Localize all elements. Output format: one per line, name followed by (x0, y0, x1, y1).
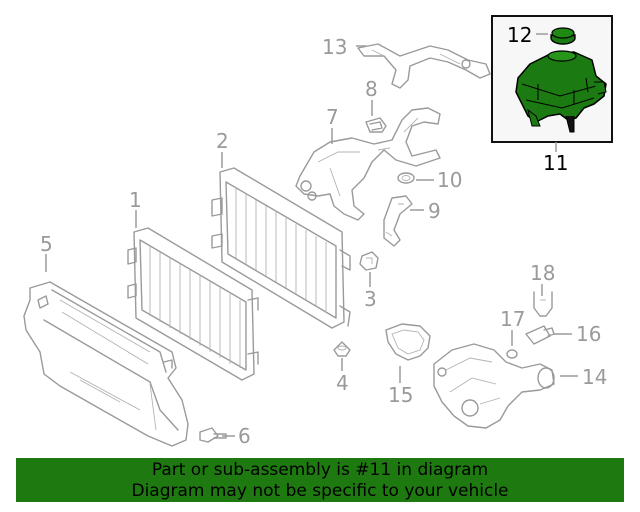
part-1-condenser (127, 227, 259, 381)
callout-1: 1 (129, 188, 142, 212)
part-17-seal (506, 349, 518, 359)
banner-line-1: Part or sub-assembly is #11 in diagram (151, 460, 489, 480)
callout-9: 9 (428, 199, 441, 223)
part-18-clip (533, 291, 553, 317)
part-16-sensor (525, 325, 555, 345)
part-15-gasket (385, 323, 431, 361)
part-13-hose (357, 43, 491, 89)
callout-11: 11 (543, 151, 568, 175)
callout-labels: 1 2 3 4 5 6 7 8 9 10 11 12 13 14 15 16 1… (40, 23, 607, 448)
callout-18: 18 (530, 261, 555, 285)
part-7-coolant-pipe (295, 107, 441, 221)
callout-10: 10 (437, 168, 462, 192)
part-9-hose (383, 195, 413, 247)
info-banner: Part or sub-assembly is #11 in diagram D… (16, 458, 624, 502)
part-2-radiator (211, 167, 351, 329)
callout-8: 8 (365, 77, 378, 101)
part-11-expansion-tank (515, 50, 607, 133)
callout-17: 17 (500, 307, 525, 331)
part-4-mount (333, 341, 351, 357)
part-10-o-ring (397, 172, 415, 184)
callout-15: 15 (388, 383, 413, 407)
part-8-clamp (365, 117, 387, 133)
callout-12: 12 (507, 23, 532, 47)
part-5-air-guide (23, 281, 189, 447)
callout-14: 14 (582, 365, 607, 389)
part-3-grommet (359, 251, 379, 271)
callout-2: 2 (216, 129, 229, 153)
callout-6: 6 (238, 424, 251, 448)
part-12-cap (550, 27, 576, 45)
leader-lines (45, 33, 578, 437)
banner-line-2: Diagram may not be specific to your vehi… (131, 481, 509, 501)
callout-5: 5 (40, 232, 53, 256)
callout-16: 16 (576, 322, 601, 346)
part-6-bolt (199, 427, 227, 443)
highlight-inset (491, 15, 613, 143)
callout-13: 13 (322, 35, 347, 59)
part-14-thermostat-housing (433, 343, 555, 429)
callout-7: 7 (326, 105, 339, 129)
callout-4: 4 (336, 371, 349, 395)
callout-3: 3 (364, 287, 377, 311)
